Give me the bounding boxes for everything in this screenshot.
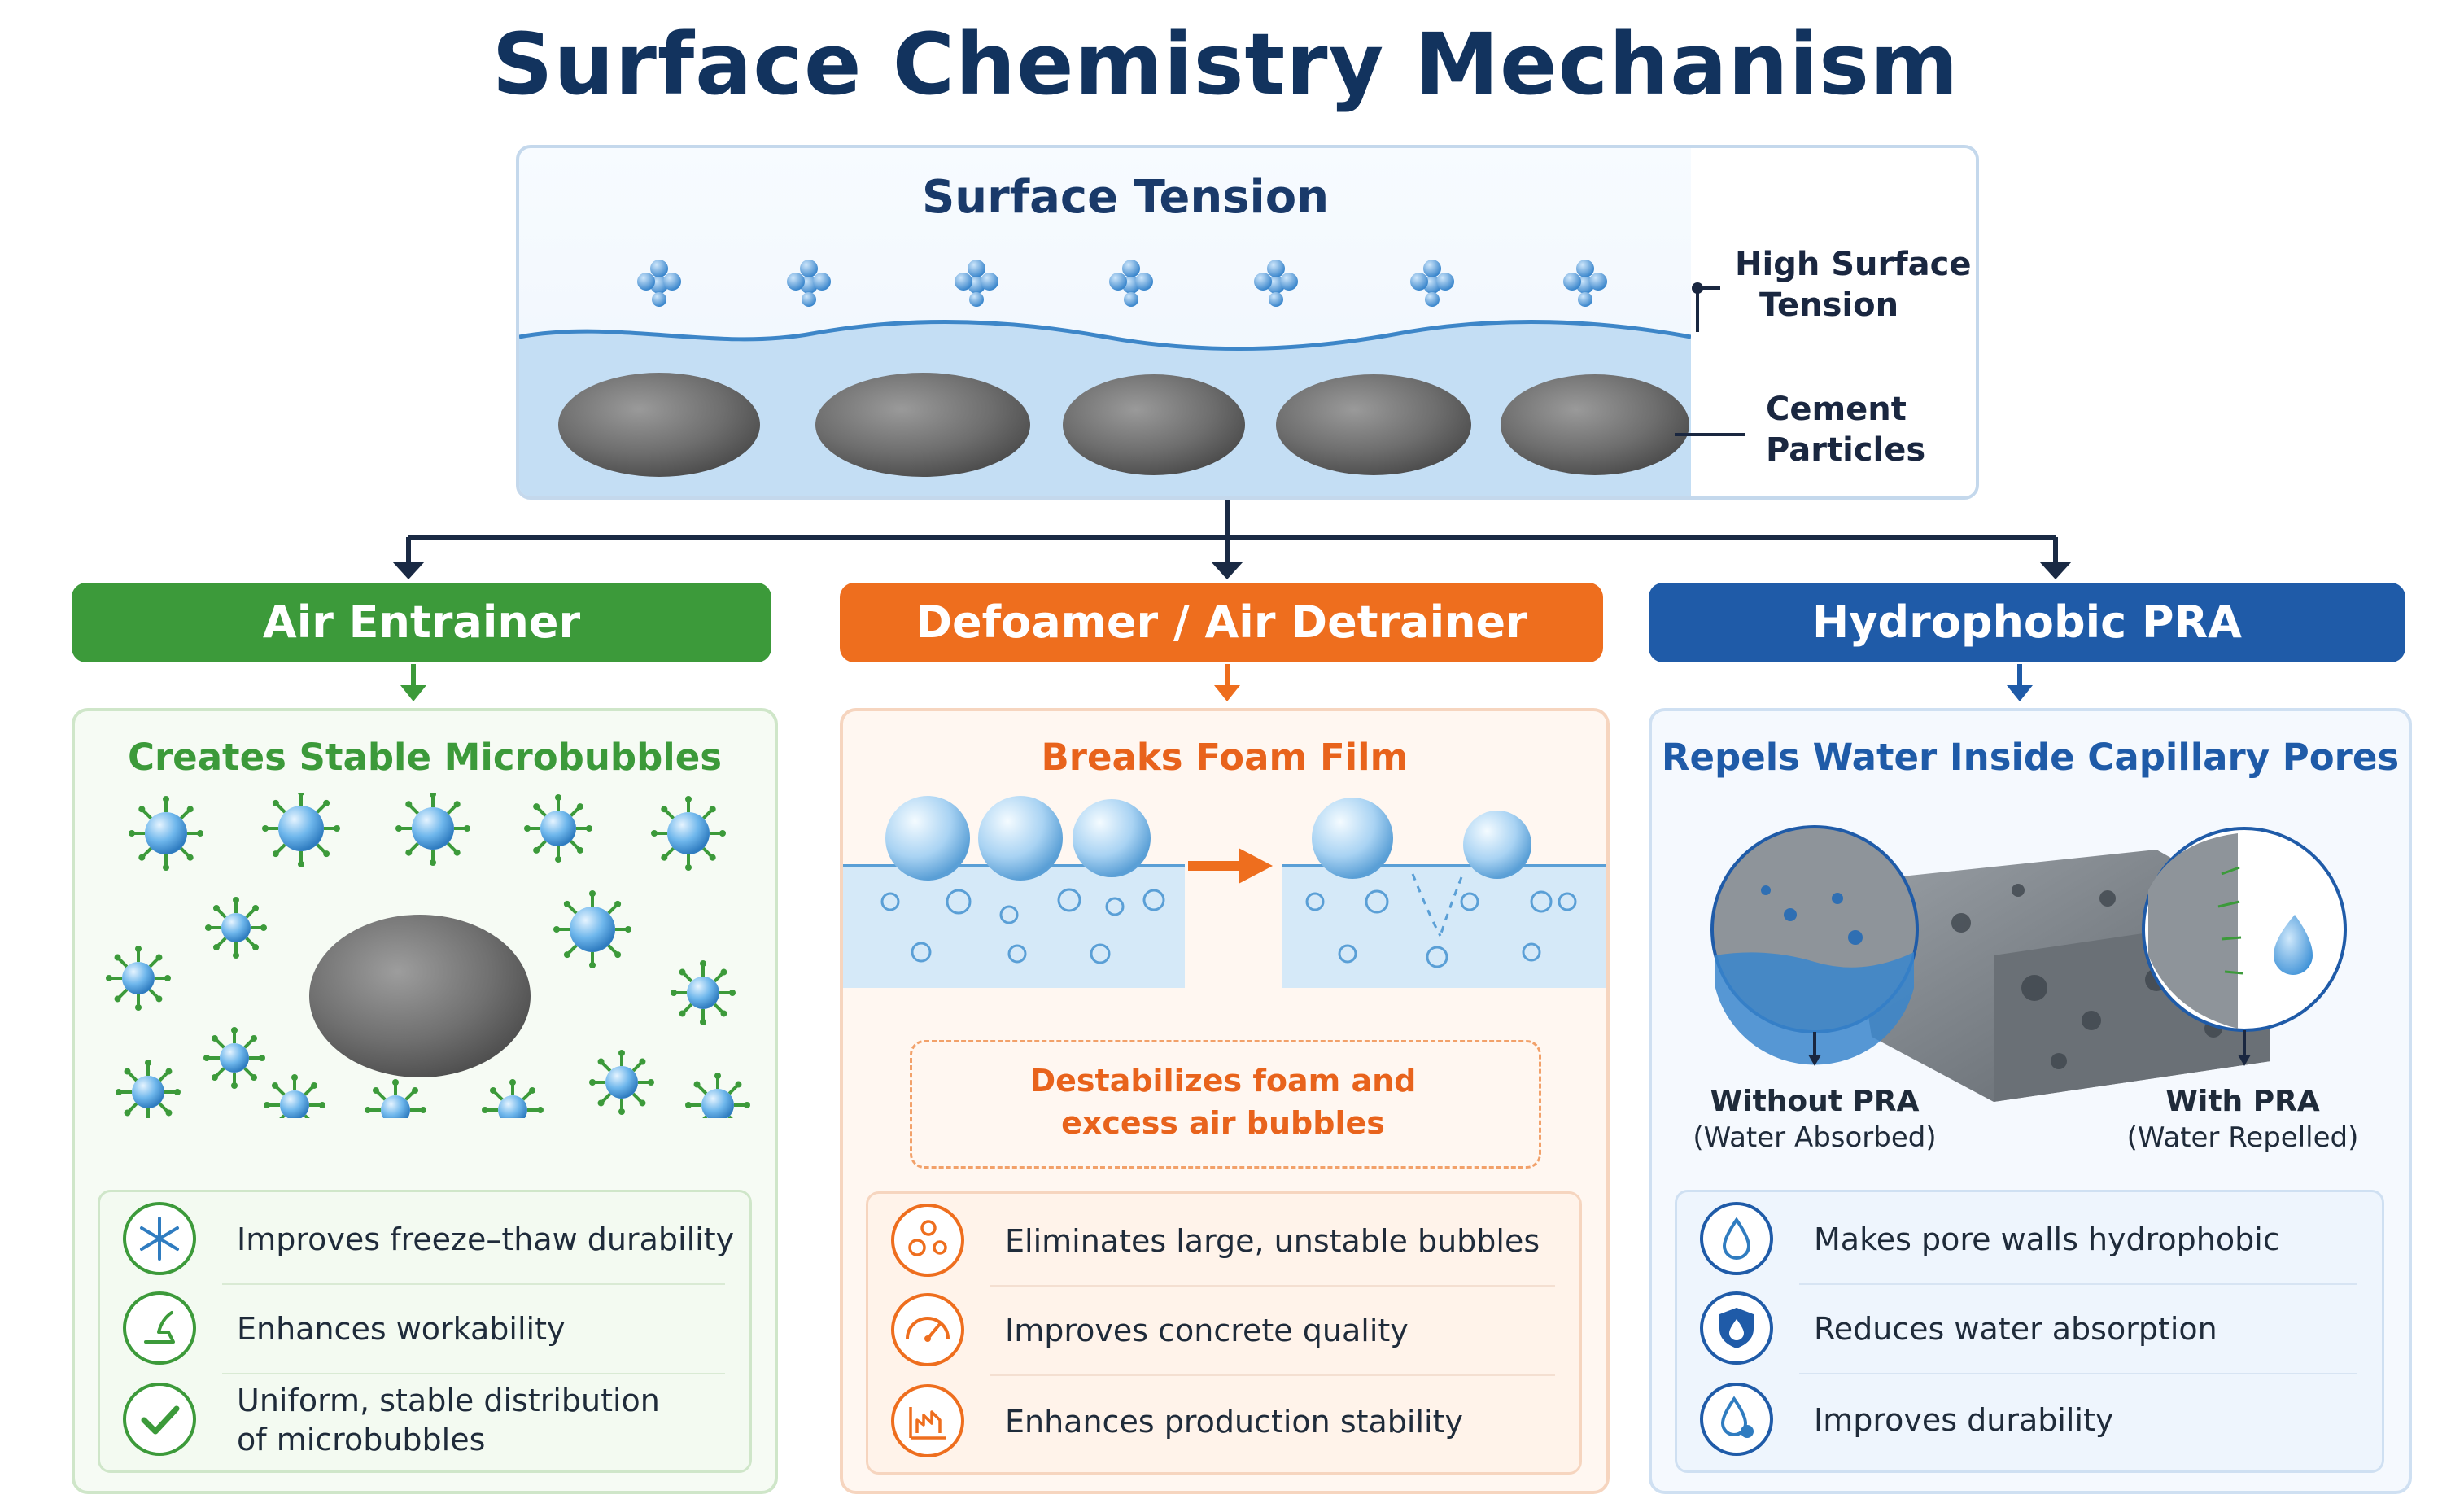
- microbubble: [395, 793, 470, 866]
- air-entrainer-subtitle: Creates Stable Microbubbles: [127, 736, 723, 779]
- water-drop-icon: [1700, 1202, 1773, 1275]
- label-line: Cement: [1766, 391, 1907, 428]
- page-title: Surface Chemistry Mechanism: [492, 15, 1959, 114]
- benefit-text-line: Uniform, stable distribution: [237, 1383, 660, 1418]
- hydrophobic-subtitle: Repels Water Inside Capillary Pores: [1661, 736, 2400, 779]
- list-item: Uniform, stable distribution of microbub…: [100, 1376, 749, 1466]
- microbubble: [553, 890, 631, 968]
- list-item: Improves durability: [1677, 1376, 2382, 1466]
- list-item: Enhances production stability: [868, 1378, 1579, 1467]
- microbubble: [129, 796, 203, 871]
- factory-chart-icon: [891, 1384, 964, 1457]
- microbubbles-illustration: [106, 793, 750, 1118]
- checkmark-icon: [123, 1383, 196, 1456]
- label-line: High Surface: [1735, 246, 1972, 283]
- list-item: Eliminates large, unstable bubbles: [868, 1197, 1579, 1287]
- hydrophobic-header: Hydrophobic PRA: [1649, 583, 2405, 662]
- with-pra-caption: With PRA (Water Repelled): [2104, 1084, 2381, 1156]
- gauge-icon: [891, 1293, 964, 1366]
- air-entrainer-benefits: Improves freeze–thaw durability Enhances…: [98, 1190, 752, 1473]
- microbubble: [262, 793, 340, 867]
- benefit-text: Uniform, stable distribution of microbub…: [237, 1381, 660, 1459]
- list-item: Enhances workability: [100, 1285, 749, 1374]
- hydrophobic-benefits: Makes pore walls hydrophobic Reduces wat…: [1675, 1190, 2384, 1473]
- microbubble: [116, 1060, 181, 1118]
- list-item: Improves freeze–thaw durability: [100, 1195, 749, 1285]
- benefit-text: Eliminates large, unstable bubbles: [1005, 1223, 1540, 1259]
- defoamer-panel: Breaks Foam Film: [840, 708, 1610, 1494]
- microbubble: [203, 1027, 265, 1089]
- list-item: Reduces water absorption: [1677, 1285, 2382, 1374]
- air-entrainer-header: Air Entrainer: [72, 583, 771, 662]
- benefit-text: Improves freeze–thaw durability: [237, 1221, 735, 1257]
- defoamer-subtitle: Breaks Foam Film: [1041, 736, 1409, 779]
- defoamer-benefits: Eliminates large, unstable bubbles Impro…: [866, 1191, 1582, 1475]
- snowflake-icon: [123, 1202, 196, 1275]
- benefit-text-line: of microbubbles: [237, 1422, 486, 1457]
- microbubble: [524, 794, 592, 863]
- benefit-text: Enhances workability: [237, 1311, 566, 1347]
- divider: [990, 1374, 1555, 1376]
- label-line: Tension: [1759, 286, 1899, 324]
- divider: [222, 1283, 725, 1285]
- list-item: Makes pore walls hydrophobic: [1677, 1195, 2382, 1285]
- destabilize-note: Destabilizes foam and excess air bubbles: [910, 1060, 1536, 1144]
- surface-tension-illustration: [519, 148, 1976, 496]
- divider: [1799, 1373, 2357, 1374]
- benefit-text: Enhances production stability: [1005, 1404, 1463, 1440]
- surface-tension-panel: Surface Tension: [516, 145, 1979, 500]
- surface-tension-title: Surface Tension: [921, 171, 1330, 224]
- note-line: Destabilizes foam and: [1029, 1063, 1417, 1099]
- benefit-text: Improves concrete quality: [1005, 1313, 1409, 1348]
- trowel-icon: [123, 1291, 196, 1365]
- benefit-text: Improves durability: [1814, 1402, 2114, 1438]
- cement-particles-label: Cement Particles: [1766, 389, 1925, 470]
- capillary-pores-illustration: [1710, 825, 2347, 1102]
- high-surface-tension-label: High Surface Tension: [1735, 244, 1971, 326]
- drop-gear-icon: [1700, 1383, 1773, 1456]
- microbubble: [651, 796, 726, 871]
- without-pra-sub: (Water Absorbed): [1693, 1121, 1937, 1154]
- microbubble: [106, 946, 171, 1011]
- divider: [1799, 1283, 2357, 1285]
- divider: [222, 1373, 725, 1374]
- benefit-text: Makes pore walls hydrophobic: [1814, 1221, 2280, 1257]
- microbubble: [264, 1074, 325, 1118]
- without-pra-title: Without PRA: [1710, 1085, 1920, 1118]
- microbubble: [685, 1073, 750, 1118]
- microbubble: [365, 1079, 426, 1118]
- label-line: Particles: [1766, 431, 1926, 469]
- destabilize-note-box: [910, 1040, 1541, 1169]
- microbubble: [671, 960, 736, 1025]
- divider: [990, 1285, 1555, 1287]
- list-item: Improves concrete quality: [868, 1287, 1579, 1376]
- microbubble: [205, 897, 267, 959]
- bubbles-icon: [891, 1204, 964, 1277]
- note-line: excess air bubbles: [1061, 1105, 1385, 1141]
- benefit-text: Reduces water absorption: [1814, 1311, 2217, 1347]
- with-pra-sub: (Water Repelled): [2126, 1121, 2359, 1154]
- microbubble: [482, 1079, 544, 1118]
- air-entrainer-panel: Creates Stable Microbubbles: [72, 708, 778, 1494]
- with-pra-title: With PRA: [2165, 1085, 2320, 1118]
- shield-drop-icon: [1700, 1291, 1773, 1365]
- foam-break-illustration: [843, 796, 1606, 988]
- without-pra-caption: Without PRA (Water Absorbed): [1668, 1084, 1961, 1156]
- defoamer-header: Defoamer / Air Detrainer: [840, 583, 1603, 662]
- hydrophobic-panel: Repels Water Inside Capillary Pores: [1649, 708, 2412, 1494]
- microbubble: [589, 1050, 654, 1115]
